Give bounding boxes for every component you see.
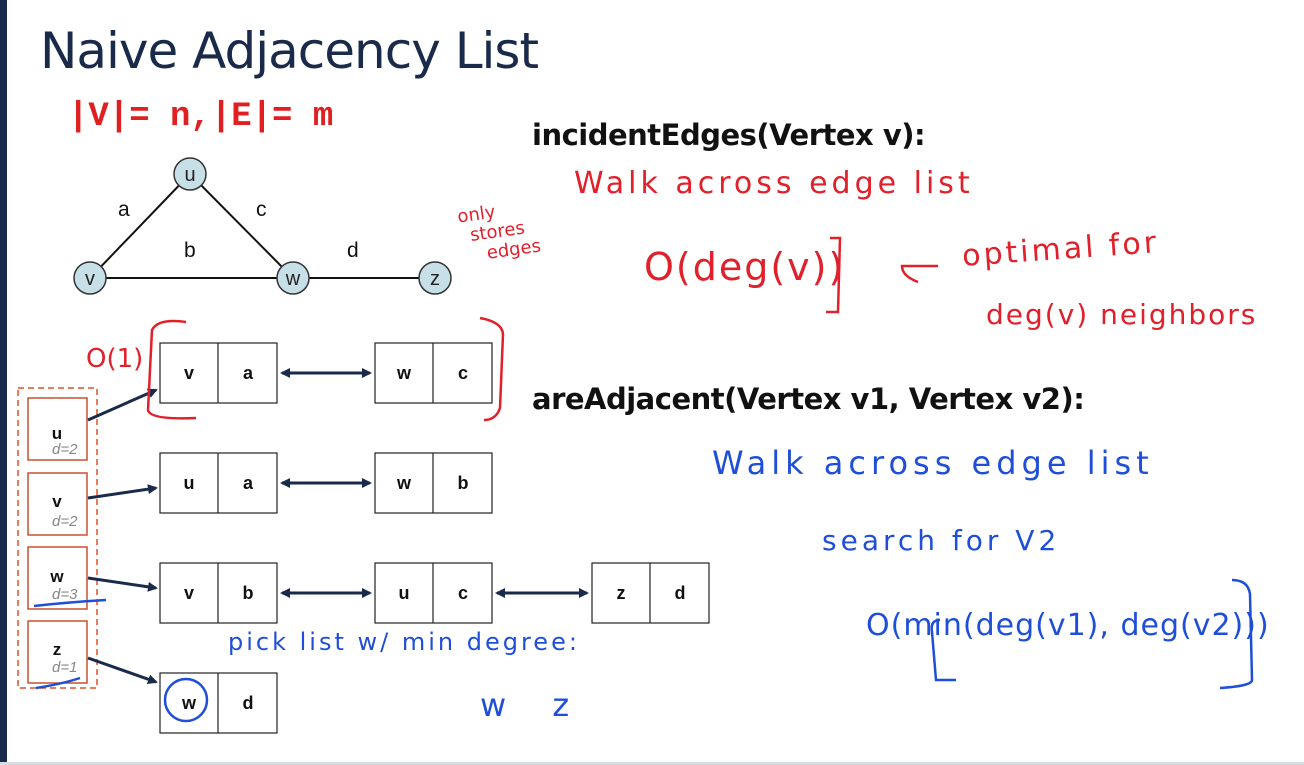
left-accent-bar <box>0 0 7 765</box>
note-only-stores: only stores edges <box>456 197 542 267</box>
vertex-name-v: v <box>52 492 62 511</box>
edge-record-z-1: w d <box>159 672 278 734</box>
note-o1: O(1) <box>86 344 144 374</box>
edge-record-u-1-edge: a <box>243 363 254 383</box>
note-w-z: w z <box>480 686 588 724</box>
vertex-cell-z: z d=1 <box>27 620 88 684</box>
edge-record-v-2-vertex: w <box>396 473 412 493</box>
vertex-cell-w: w d=3 <box>27 546 88 610</box>
node-label-z: z <box>430 268 440 290</box>
graph-edge-a <box>89 173 191 279</box>
edge-record-w-1: v b <box>159 562 278 624</box>
note-walk-edge-list: Walk across edge list <box>574 166 974 201</box>
vertex-degree-z: d=1 <box>52 659 77 676</box>
edge-record-w-2-vertex: u <box>399 583 410 603</box>
graph-node-u: u <box>173 157 207 191</box>
pointer-arrow-u <box>87 388 158 422</box>
edge-record-z-1-vertex: w <box>181 693 197 713</box>
node-label-v: v <box>85 268 95 290</box>
vertex-name-u: u <box>52 424 62 443</box>
edge-record-w-3-edge: d <box>675 583 686 603</box>
pointer-arrow-w <box>87 576 158 592</box>
edge-label-d: d <box>347 239 359 262</box>
vertex-degree-v: d=2 <box>52 513 78 530</box>
edge-record-v-2: w b <box>374 452 493 514</box>
note-deg-complexity: O(deg(v)) <box>644 245 846 289</box>
vertex-cell-v: v d=2 <box>27 472 88 536</box>
blue-bracket-left <box>930 618 956 682</box>
note-pick-list-min-degree: pick list w/ min degree: <box>228 628 580 656</box>
graph-node-v: v <box>73 261 107 295</box>
blue-underline-w-degree <box>33 598 107 608</box>
edge-record-v-2-edge: b <box>458 473 469 493</box>
vertex-name-z: z <box>53 640 62 659</box>
pointer-arrow-z <box>87 656 158 685</box>
edge-record-u-1-vertex: v <box>184 363 194 383</box>
edge-record-w-3-vertex: z <box>617 583 626 603</box>
red-bracket-left <box>146 319 197 420</box>
vertex-name-w: w <box>49 567 64 586</box>
node-label-w: w <box>285 268 301 290</box>
graph: a b c d u v w z <box>73 157 452 295</box>
vertex-degree-w: d=3 <box>52 586 78 603</box>
note-min-deg-complexity: O(min(deg(v1), deg(v2))) <box>866 608 1270 643</box>
are-adjacent-heading: areAdjacent(Vertex v1, Vertex v2): <box>532 382 1085 416</box>
note-search-for-v2: search for V2 <box>822 524 1061 557</box>
edge-record-w-2-edge: c <box>458 583 468 603</box>
edge-record-w-2: u c <box>374 562 493 624</box>
graph-node-w: w <box>276 261 310 295</box>
edge-record-v-1: u a <box>159 452 278 514</box>
size-equation: |V|= n,|E|= m <box>68 98 334 136</box>
vertex-degree-u: d=2 <box>52 441 78 458</box>
edge-record-w-3: z d <box>591 562 710 624</box>
graph-edge-c <box>189 173 294 279</box>
edge-record-u-2: w c <box>374 342 493 404</box>
note-walk-edge-list-2: Walk across edge list <box>712 444 1154 482</box>
edge-label-c: c <box>256 198 267 221</box>
graph-node-z: z <box>418 261 452 295</box>
bottom-divider <box>0 762 1304 765</box>
blue-circle-w <box>163 677 209 723</box>
edge-record-v-1-edge: a <box>243 473 254 493</box>
node-label-u: u <box>184 164 195 186</box>
edge-record-u-1: v a <box>159 342 278 404</box>
blue-underline-z-degree <box>35 676 81 690</box>
red-bracket-right <box>479 316 505 422</box>
edge-record-u-2-vertex: w <box>396 363 412 383</box>
edge-record-u-2-edge: c <box>458 363 468 383</box>
incident-edges-heading: incidentEdges(Vertex v): <box>532 118 926 152</box>
edge-record-w-1-vertex: v <box>184 583 194 603</box>
edge-record-w-1-edge: b <box>243 583 254 603</box>
vertex-cell-u: u d=2 <box>27 397 88 461</box>
edge-label-b: b <box>184 239 196 262</box>
blue-bracket-right <box>1219 578 1254 690</box>
pointer-arrow-v <box>87 484 158 500</box>
edge-record-v-1-vertex: u <box>184 473 195 493</box>
red-bracket-complexity <box>826 236 842 314</box>
edge-label-a: a <box>118 198 130 221</box>
slide-title: Naive Adjacency List <box>40 22 539 80</box>
edge-record-z-1-edge: d <box>243 693 254 713</box>
note-deg-neighbors: deg(v) neighbors <box>986 298 1258 331</box>
red-arrow-optimal <box>900 264 938 284</box>
